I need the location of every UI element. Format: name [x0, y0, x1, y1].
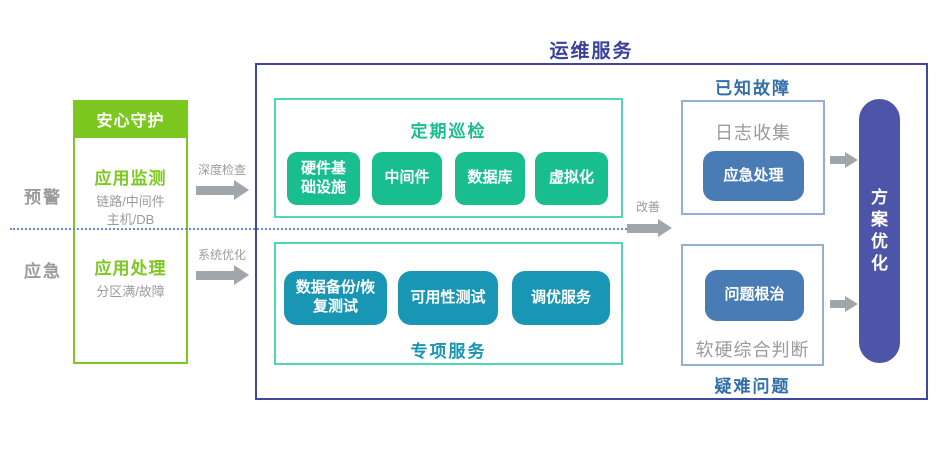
- app-monitor-detail: 链路/中间件 主机/DB: [75, 193, 186, 228]
- app-monitor-title: 应用监测: [94, 169, 167, 188]
- row-label-warning: 预警: [24, 188, 62, 207]
- inspection-title: 定期巡检: [410, 122, 487, 141]
- chip-virtualization: 虚拟化: [535, 152, 608, 205]
- app-handle-detail: 分区满/故障: [75, 283, 186, 301]
- solution-optimization-label: 方案优化: [871, 187, 888, 274]
- chip-hardware-infra: 硬件基础设施: [287, 152, 360, 205]
- chip-database: 数据库: [455, 152, 525, 205]
- judgement-label: 软硬综合判断: [695, 340, 810, 360]
- app-monitor-line-1: 链路/中间件: [96, 194, 165, 209]
- ops-service-title: 运维服务: [549, 41, 634, 62]
- difficult-problems-title: 疑难问题: [714, 377, 791, 396]
- guard-panel-header: 安心守护: [73, 100, 188, 138]
- arrow-head: [845, 296, 858, 312]
- dashed-divider-line: [10, 228, 627, 230]
- difficult-to-result-arrow-icon: [830, 296, 858, 312]
- system-optimize-arrow-label: 系统优化: [197, 248, 246, 262]
- chip-emergency-handling: 应急处理: [703, 151, 804, 201]
- row-label-emergency: 应急: [24, 262, 62, 281]
- special-service-title: 专项服务: [410, 342, 487, 361]
- solution-optimization-pill: 方案优化: [859, 99, 900, 363]
- arrow-head: [845, 152, 858, 168]
- known-to-result-arrow-icon: [830, 152, 858, 168]
- chip-tuning-service: 调优服务: [512, 271, 610, 325]
- deep-check-arrow-label: 深度检查: [197, 163, 246, 177]
- system-optimize-arrow-icon: [196, 265, 249, 285]
- improve-arrow-label: 改善: [635, 200, 660, 214]
- ops-service-box: [255, 63, 928, 400]
- arrow-shaft: [830, 156, 845, 164]
- chip-middleware: 中间件: [372, 152, 442, 205]
- log-collection-label: 日志收集: [715, 123, 791, 143]
- app-monitor-line-2: 主机/DB: [106, 211, 155, 227]
- arrow-shaft: [830, 300, 845, 308]
- app-handle-line-1: 分区满/故障: [96, 284, 165, 299]
- known-faults-title: 已知故障: [715, 79, 791, 98]
- arrow-shaft: [627, 223, 658, 233]
- chip-root-cause-fix: 问题根治: [705, 270, 804, 321]
- arrow-head: [658, 219, 672, 237]
- deep-check-arrow-icon: [196, 180, 249, 200]
- app-handle-title: 应用处理: [94, 259, 167, 278]
- arrow-head: [234, 265, 249, 285]
- chip-availability-test: 可用性测试: [398, 271, 498, 325]
- improve-arrow-icon: [627, 219, 672, 237]
- arrow-head: [234, 180, 249, 200]
- arrow-shaft: [196, 185, 234, 195]
- guard-panel: 安心守护 应用监测 链路/中间件 主机/DB 应用处理 分区满/故障: [73, 100, 188, 364]
- chip-backup-recovery-test: 数据备份/恢复测试: [284, 271, 387, 325]
- arrow-shaft: [196, 270, 234, 280]
